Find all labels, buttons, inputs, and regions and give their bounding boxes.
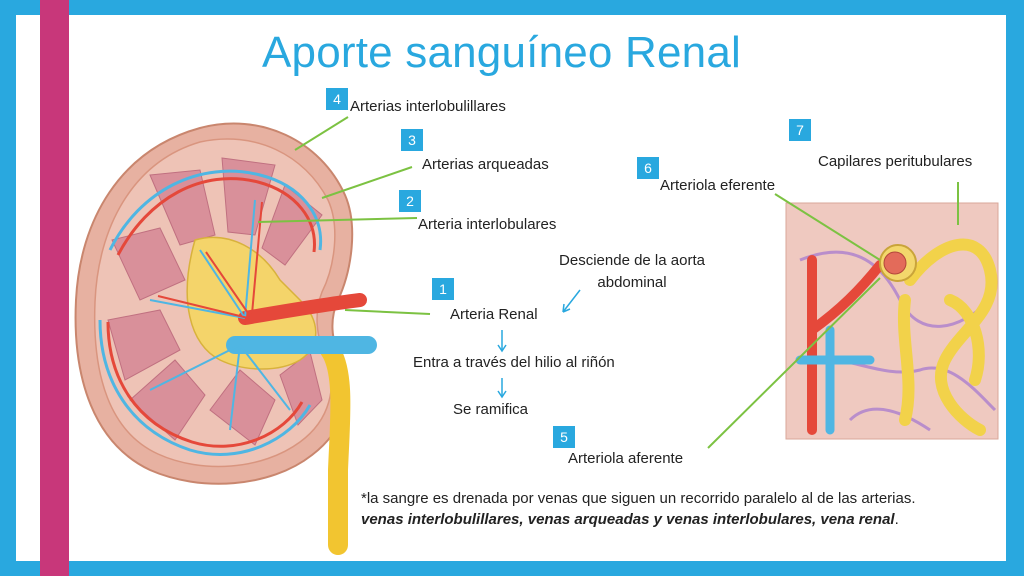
- accent-bar: [40, 0, 69, 576]
- ureter: [320, 340, 351, 555]
- label-arteria-renal: Arteria Renal: [450, 306, 538, 323]
- label-arteria-interlobulares: Arteria interlobulares: [418, 216, 557, 233]
- tubules: [897, 238, 998, 436]
- glomerulus: [883, 251, 907, 275]
- flow-desciende: Desciende de la aorta abdominal: [559, 252, 705, 291]
- badge-3: 3: [401, 129, 423, 151]
- badge-1: 1: [432, 278, 454, 300]
- label-arterias-interlobulillares: Arterias interlobulillares: [350, 98, 506, 115]
- flow-arrows: [497, 289, 581, 399]
- badge-5: 5: [553, 426, 575, 448]
- note-suffix: .: [894, 511, 899, 528]
- nephron-illustration: [785, 202, 999, 440]
- flow-entra: Entra a través del hilio al riñón: [413, 354, 615, 371]
- badge-6: 6: [637, 157, 659, 179]
- badge-4: 4: [326, 88, 348, 110]
- note-emphasis: venas interlobulillares, venas arqueadas…: [361, 511, 895, 528]
- note-prefix: *la sangre es drenada por venas que sigu…: [361, 490, 916, 507]
- label-arterias-arqueadas: Arterias arqueadas: [422, 156, 549, 173]
- renal-artery: [238, 293, 367, 325]
- label-arteriola-aferente: Arteriola aferente: [568, 450, 684, 467]
- badge-7: 7: [789, 119, 811, 141]
- label-arteriola-eferente: Arteriola eferente: [660, 177, 776, 194]
- flow-ramifica: Se ramifica: [453, 401, 529, 418]
- leader-lines: [257, 116, 959, 449]
- label-capilares-peritubulares: Capilares peritubulares: [818, 153, 973, 170]
- kidney-illustration: [74, 122, 377, 555]
- venous-drainage-note: *la sangre es drenada por venas que sigu…: [361, 488, 961, 530]
- venule: [795, 325, 875, 435]
- page-title: Aporte sanguíneo Renal: [262, 28, 741, 77]
- badge-2: 2: [399, 190, 421, 212]
